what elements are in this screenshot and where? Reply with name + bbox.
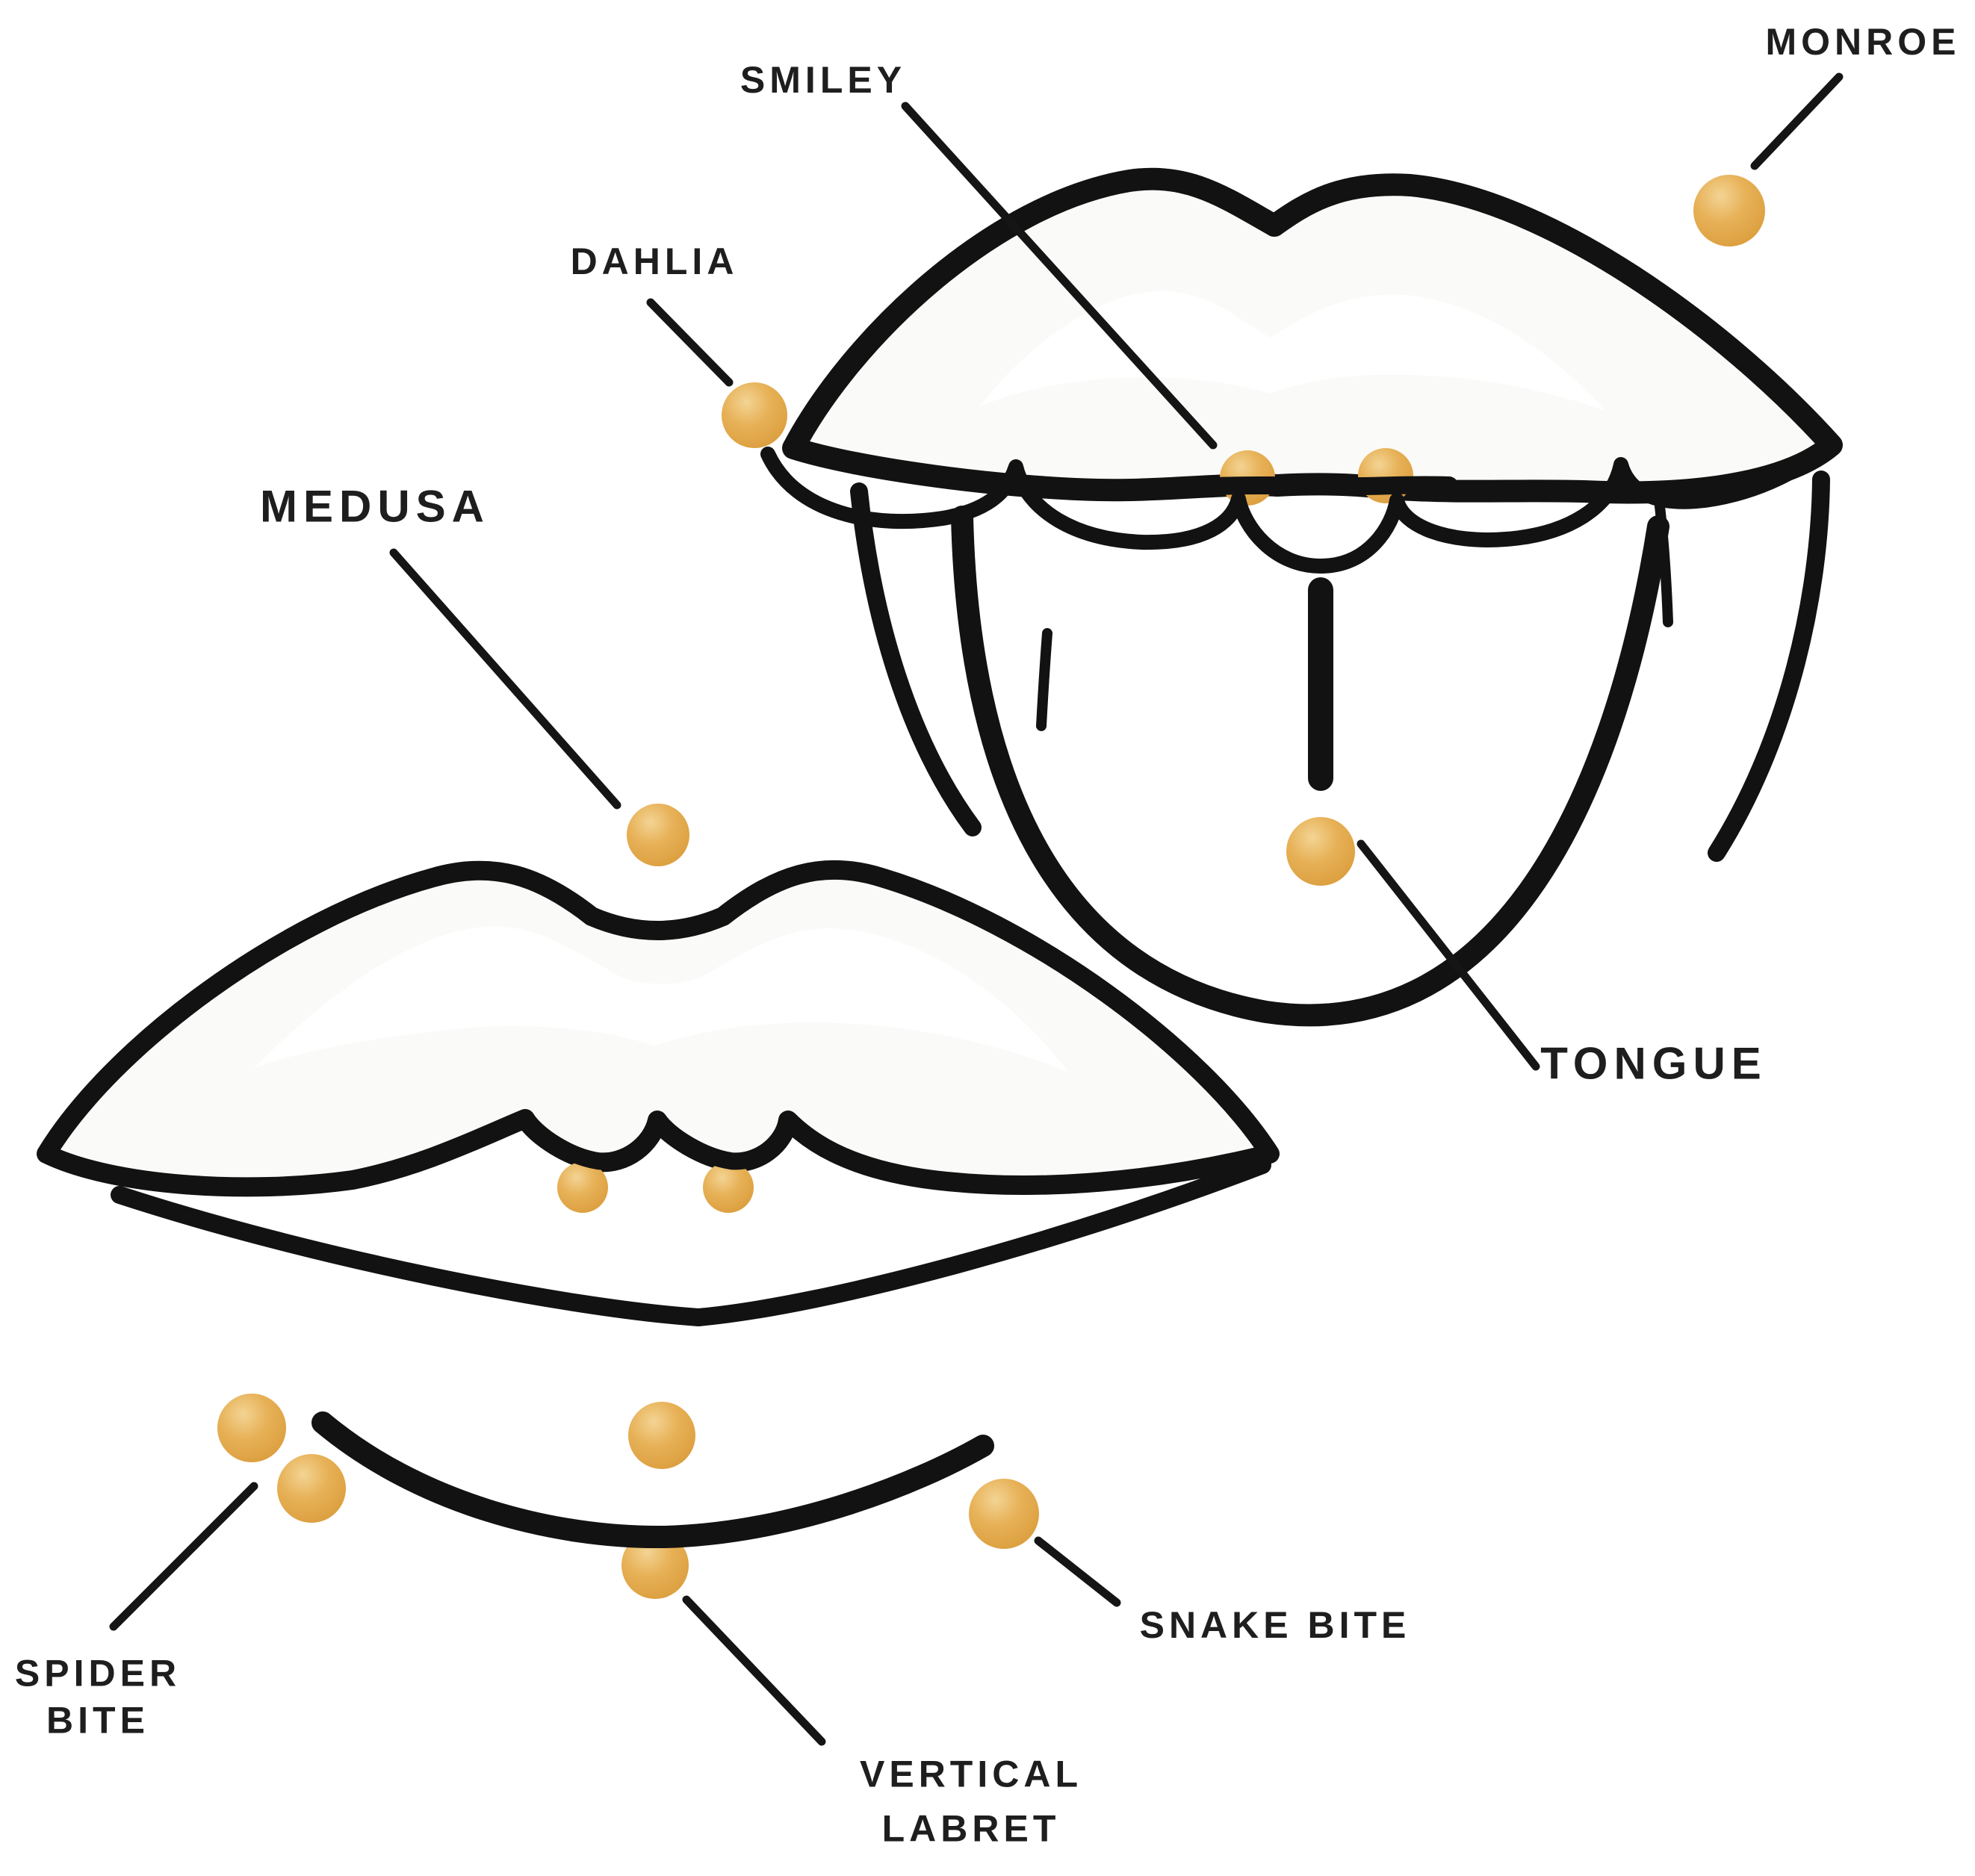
label-snake-bite: SNAKE BITE	[1139, 1603, 1411, 1646]
left-cheek-line	[850, 482, 982, 836]
tongue-outline	[951, 506, 1669, 1027]
label-smiley: SMILEY	[740, 58, 907, 101]
closed-mouth-illustration	[37, 860, 1280, 1599]
upper-teeth-scallops	[760, 436, 1835, 574]
label-vertical-labret-line2: LABRET	[881, 1807, 1061, 1849]
dahlia-piercing-dot	[722, 382, 787, 448]
spider-bite-pointer-line	[109, 1482, 258, 1631]
vertical-labret-top-dot	[628, 1402, 695, 1469]
pointer-lines	[109, 72, 1844, 1746]
lip-bottom-edge	[1141, 476, 1458, 498]
label-tongue: TONGUE	[1540, 1038, 1767, 1089]
monroe-piercing-dot	[1693, 175, 1765, 246]
tongue-piercing-dot	[1286, 817, 1355, 886]
label-monroe: MONROE	[1765, 20, 1961, 63]
dahlia-pointer-line	[646, 298, 734, 387]
inner-lip-dot-right	[703, 1162, 754, 1213]
bottom-lip-edge	[311, 1411, 994, 1549]
label-vertical-labret-line1: VERTICAL	[860, 1753, 1082, 1795]
smiley-pointer-line	[901, 102, 1218, 450]
lower-teeth-scallops	[518, 1111, 796, 1170]
lip-highlight	[979, 291, 1606, 411]
label-dahlia: DAHLIA	[570, 240, 739, 282]
monroe-pointer-line	[1750, 72, 1844, 170]
open-mouth-illustration	[760, 167, 1843, 1027]
left-tooth-stub	[1036, 628, 1052, 731]
lip-highlight	[254, 926, 1068, 1072]
snake-bite-pointer-line	[1034, 1536, 1121, 1607]
spider-bite-dot-upper	[217, 1394, 286, 1462]
tongue-pointer-line	[1357, 839, 1540, 1071]
label-spider-bite-line1: SPIDER	[14, 1652, 182, 1695]
inner-lip-dot-left	[557, 1162, 608, 1213]
snake-bite-dot	[969, 1479, 1039, 1549]
label-medusa: MEDUSA	[259, 481, 491, 532]
medusa-pointer-line	[389, 548, 621, 810]
smiley-piercing-dot-right	[1358, 448, 1413, 503]
mouth-opening-line	[111, 1156, 1271, 1326]
vertical-labret-bottom-dot	[621, 1532, 689, 1599]
right-tooth-stub	[1655, 501, 1673, 627]
spider-bite-dot-lower	[277, 1454, 346, 1523]
right-cheek-line	[1708, 470, 1830, 862]
label-spider-bite-line2: BITE	[46, 1699, 149, 1741]
vertical-labret-pointer-line	[682, 1595, 826, 1746]
medusa-piercing-dot	[627, 804, 689, 866]
label-spider-bite: SPIDER BITE	[15, 1650, 181, 1744]
label-vertical-labret: VERTICAL LABRET	[860, 1748, 1082, 1856]
floating-piercing-dots	[627, 175, 1765, 866]
